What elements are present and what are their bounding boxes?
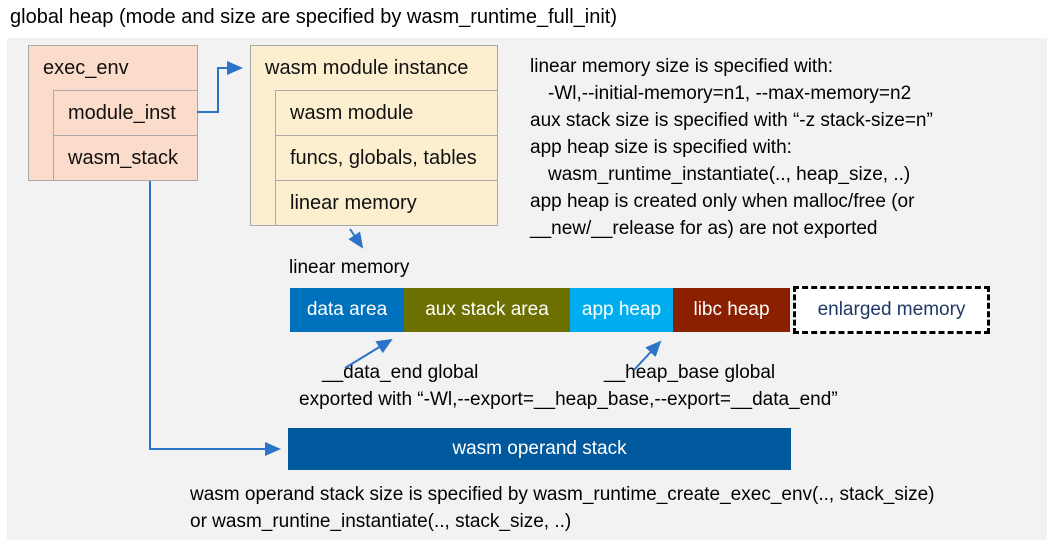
exported-flags-label: exported with “-Wl,--export=__heap_base,…	[299, 389, 838, 410]
memory-size-notes: linear memory size is specified with: -W…	[530, 53, 933, 242]
segment-aux-stack-area: aux stack area	[404, 288, 570, 332]
exec-env-field-module-inst: module_inst	[53, 90, 198, 136]
note-line: linear memory size is specified with:	[530, 56, 834, 77]
exec-env-title: exec_env	[43, 57, 129, 79]
segment-enlarged-memory: enlarged memory	[793, 286, 990, 334]
module-instance-box: wasm module instance wasm module funcs, …	[250, 45, 498, 226]
segment-app-heap: app heap	[570, 288, 673, 332]
note-line: app heap size is specified with:	[530, 137, 792, 158]
wasm-operand-stack-bar: wasm operand stack	[288, 428, 791, 470]
diagram-title: global heap (mode and size are specified…	[10, 6, 617, 28]
note-line: wasm operand stack size is specified by …	[190, 484, 935, 505]
note-line: app heap is created only when malloc/fre…	[530, 191, 915, 212]
note-line: wasm_runtime_instantiate(.., heap_size, …	[548, 164, 911, 185]
note-line: -Wl,--initial-memory=n1, --max-memory=n2	[548, 83, 912, 104]
note-line: or wasm_runtine_instantiate(.., stack_si…	[190, 511, 572, 532]
note-line: aux stack size is specified with “-z sta…	[530, 110, 933, 131]
exec-env-field-wasm-stack: wasm_stack	[53, 135, 198, 181]
module-instance-field-linear-memory: linear memory	[275, 180, 498, 226]
heap-base-global-label: __heap_base global	[604, 362, 776, 383]
module-instance-title: wasm module instance	[265, 57, 469, 79]
note-line: __new/__release for as) are not exported	[530, 218, 878, 239]
module-instance-field-wasm-module: wasm module	[275, 90, 498, 136]
segment-data-area: data area	[290, 288, 404, 332]
linear-memory-label: linear memory	[289, 257, 410, 278]
segment-libc-heap: libc heap	[673, 288, 790, 332]
data-end-global-label: __data_end global	[322, 362, 479, 383]
module-instance-field-funcs-globals-tables: funcs, globals, tables	[275, 135, 498, 181]
exec-env-box: exec_env module_inst wasm_stack	[28, 45, 198, 181]
operand-stack-notes: wasm operand stack size is specified by …	[190, 481, 935, 535]
